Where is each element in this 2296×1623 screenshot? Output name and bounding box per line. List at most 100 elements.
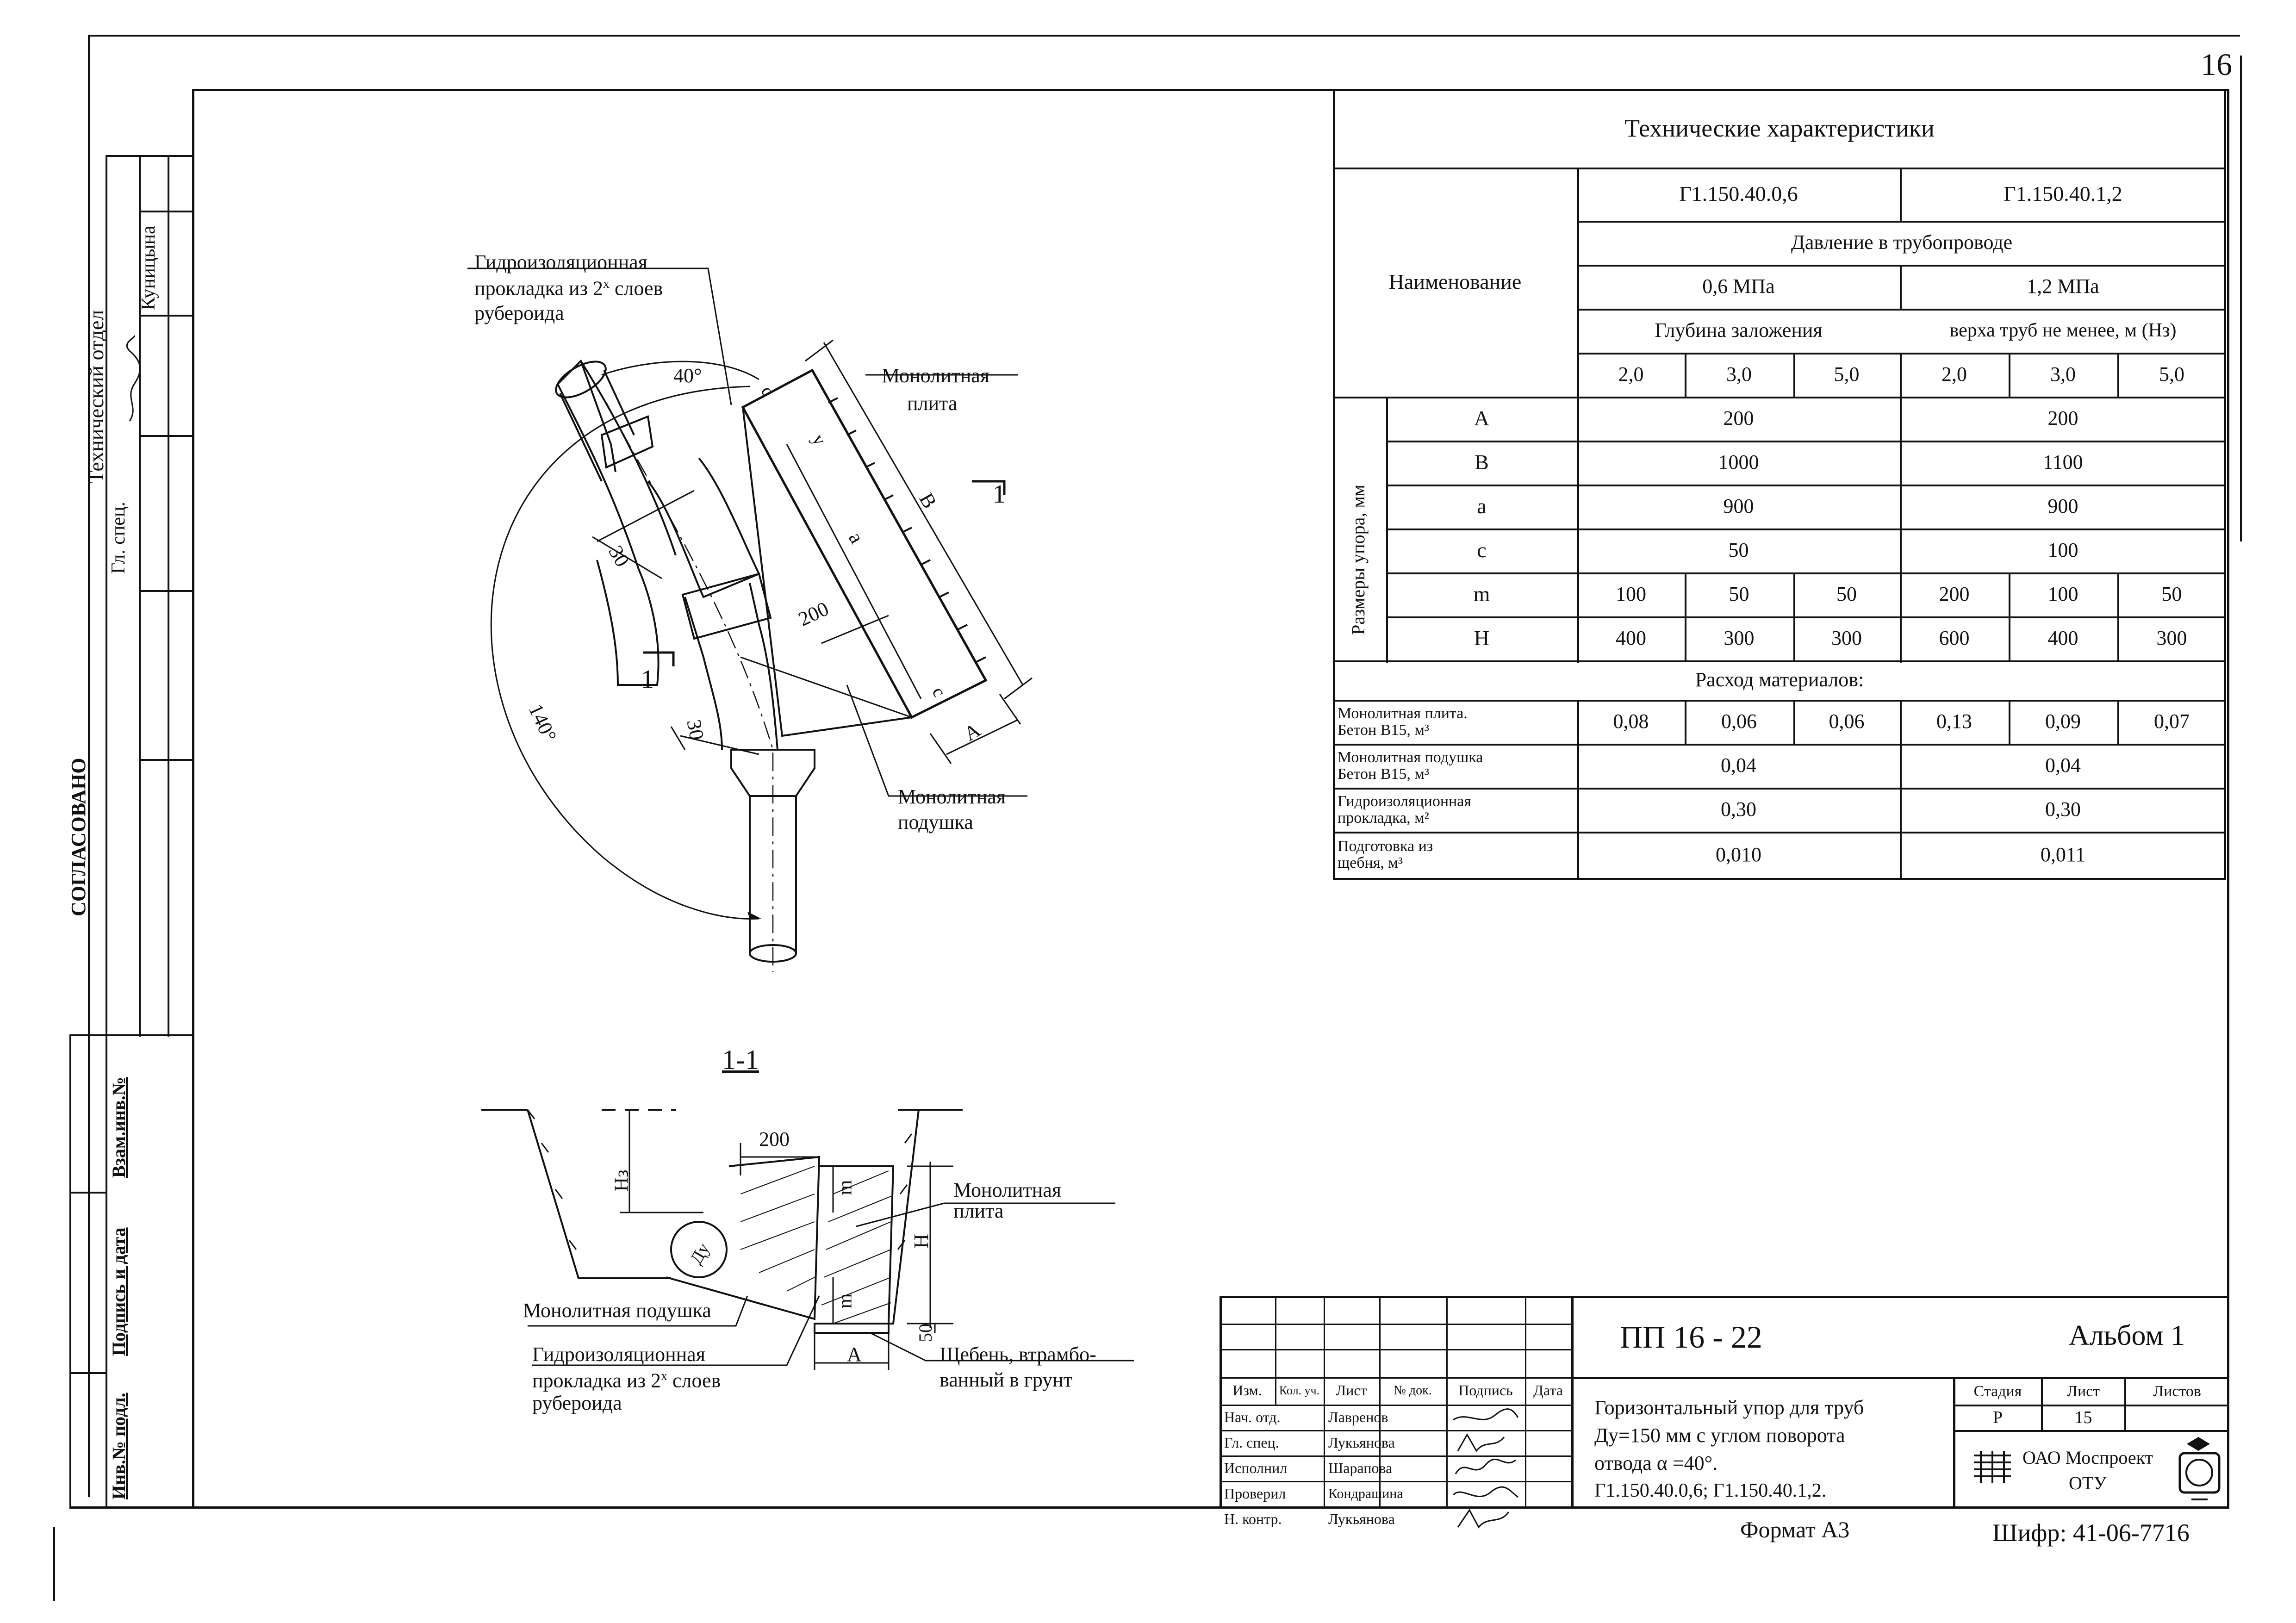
section-dim-m1: m [834,1180,856,1195]
plan-gidro-label-2b: х [603,277,610,291]
tb-stage-v2 [2124,1377,2126,1432]
margin-line-8 [139,155,141,1037]
section-dim-50: 50 [915,1324,936,1342]
plan-30-dims [592,536,759,755]
tb-col-2 [1324,1296,1325,1509]
row-B-b: 1100 [2043,451,2083,474]
tb-row-3 [1220,1377,1571,1379]
sheet-bottom-tick [53,1527,55,1601]
mat-1-v1: 0,08 [1613,710,1649,733]
row-H-2: 300 [1724,627,1755,650]
pressure-a: 0,6 МПа [1702,275,1775,298]
upper-pipe [555,361,654,482]
row-name-a: a [1477,494,1487,518]
thrust-plate [741,368,988,719]
tbl-pressure-hdr-bottom [1577,265,2226,267]
depth-6: 5,0 [2159,363,2184,386]
signature-2 [1457,1433,1505,1452]
tb-album: Альбом 1 [2069,1320,2185,1351]
section-dim-m2: m [834,1293,856,1309]
middle-collar [681,572,772,640]
section-gidro-label-2b: х [660,1369,667,1383]
tb-split [1571,1296,1574,1509]
mat-4-name-line1: Подготовка из [1338,838,1433,855]
signature-4 [1452,1486,1518,1498]
row-A-a: 200 [1723,407,1754,430]
row-name-H: H [1474,626,1490,650]
dim-40: 40° [673,364,702,387]
row-m-3: 50 [1836,583,1857,606]
plan-plita-label-2: плита [907,392,958,415]
tb-org-2: ОТУ [2069,1473,2107,1493]
section-gidro-label-2a: прокладка из 2 [532,1369,661,1392]
tb-role-1: Нач. отд. [1224,1408,1281,1425]
depth-3: 5,0 [1834,363,1860,386]
tbl-mat-2-bottom [1333,788,2226,790]
row-c-a: 50 [1728,539,1749,562]
mat-2-name-line2: Бетон В15, м³ [1338,765,1430,783]
margin-line-3 [106,1034,107,1509]
tb-stage-value: Р [1992,1408,2003,1428]
row-H-5: 400 [2047,627,2078,650]
title-block: Изм. Кол. уч. Лист № док. Подпись Дата Н… [1220,1296,2228,1529]
tbl-depth-bottom [1333,397,2226,398]
tb-name-4: Кондрашина [1328,1486,1403,1501]
tbl-vert-name [1577,168,1579,663]
margin-line-6 [106,155,107,1037]
tbl-mat-3-bottom [1333,832,2226,833]
tb-row-5 [1220,1430,1571,1431]
tb-desc-1: Горизонтальный упор для труб [1594,1396,1864,1419]
tb-left [1220,1296,1222,1509]
mat-3-b: 0,30 [2045,798,2081,821]
section-dim-200: 200 [759,1128,790,1150]
tb-role-3: Исполнил [1224,1459,1288,1476]
tb-stage-hdr-bottom [1953,1405,2228,1406]
mat-1-name-line1: Монолитная плита. [1338,704,1468,722]
angle-40-arc [601,361,759,380]
tb-name-1: Лавренов [1328,1408,1388,1425]
section-mark-1b: 1 [641,665,654,694]
tb-name-5: Лукьянова [1328,1510,1395,1527]
tbl-vert-m2 [1793,572,1795,660]
section-drawing [481,1109,1134,1370]
section-gidro-label-2: прокладка из 2х слоев [532,1370,721,1391]
format-label: Формат А3 [1740,1517,1850,1542]
margin-signature [126,335,141,422]
plan-podushka-label-1: Монолитная [898,785,1006,808]
depth-header: Глубина заложения [1655,319,1823,342]
tbl-vert-m4 [2009,572,2010,660]
margin-line-10 [139,435,193,437]
cipher-label: Шифр: 41-06-7716 [1992,1519,2190,1547]
margin-line-9 [168,155,169,1037]
tb-sheet-value: 15 [2074,1408,2092,1428]
tb-desc-2: Ду=150 мм с углом поворота [1594,1424,1845,1447]
row-H-3: 300 [1831,627,1862,650]
plan-podushka-label-2: подушка [898,811,973,833]
section-dim-H: H [909,1234,933,1249]
signature-5 [1457,1509,1510,1529]
row-a-a: 900 [1723,495,1754,518]
tb-row-2 [1220,1349,1571,1350]
mat-1-name-line2: Бетон В15, м³ [1338,721,1430,739]
tbl-left-border [1333,89,1335,880]
tbl-row-a-bottom [1386,529,2226,530]
section-mark-1a: 1 [993,480,1006,509]
tbl-col-head-bottom [1577,221,2226,223]
tb-org-1: ОАО Моспроект [2022,1447,2153,1468]
tb-row-6 [1220,1455,1571,1457]
tb-role-4: Проверил [1224,1485,1286,1502]
row-m-4: 200 [1939,583,1970,606]
tbl-vert-mid-4 [1900,700,1902,880]
depth-4: 2,0 [1941,363,1967,386]
tbl-title-bottom [1333,168,2226,169]
mat-4-b: 0,011 [2040,843,2086,866]
mat-4-name: Подготовка из щебня, м³ [1333,832,1577,878]
row-H-6: 300 [2156,627,2187,650]
tb-top [1220,1296,2228,1298]
ground-hatch [527,1109,913,1250]
mat-1-v4: 0,13 [1936,710,1972,733]
frame-bottom-line [69,1506,2229,1509]
section-gidro-label-1: Гидроизоляционная [532,1343,705,1366]
materials-header: Расход материалов: [1695,668,1864,691]
tb-col-5 [1525,1296,1526,1509]
